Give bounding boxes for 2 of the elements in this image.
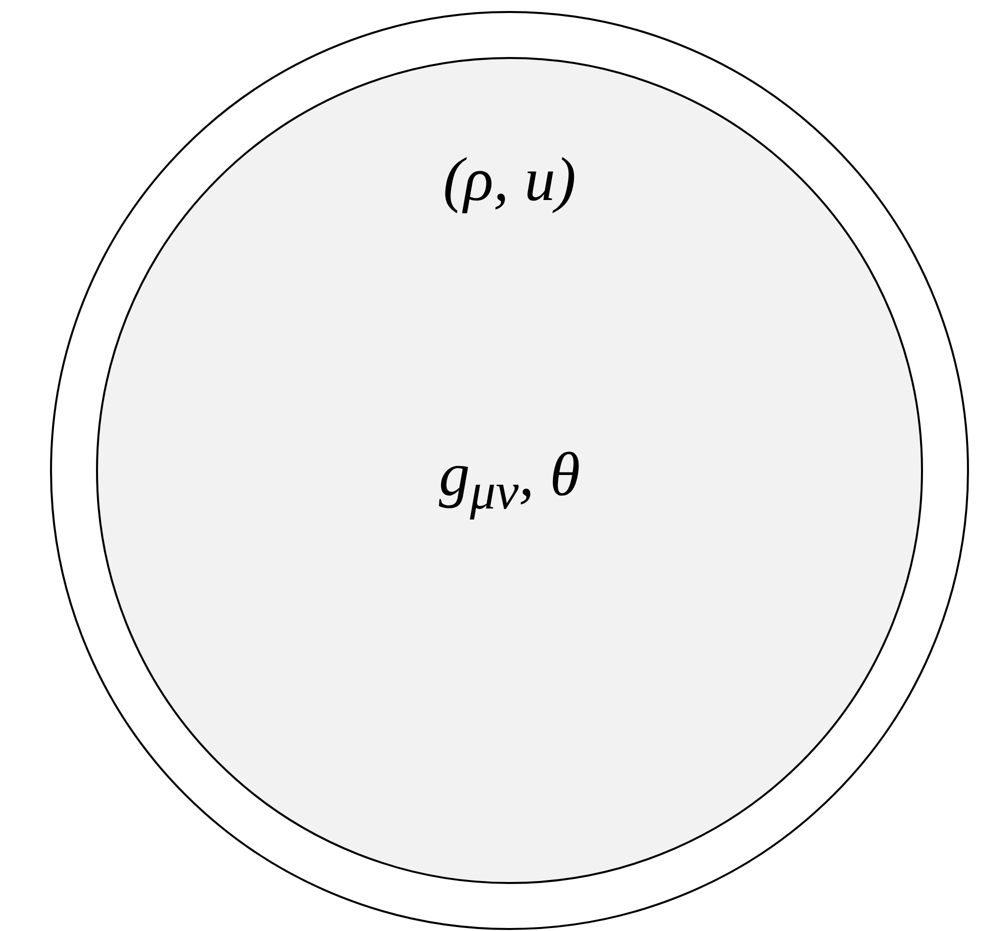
math-label: (ρ, u) (442, 149, 576, 211)
math-label: g$_{μν}$, θ (438, 444, 580, 518)
